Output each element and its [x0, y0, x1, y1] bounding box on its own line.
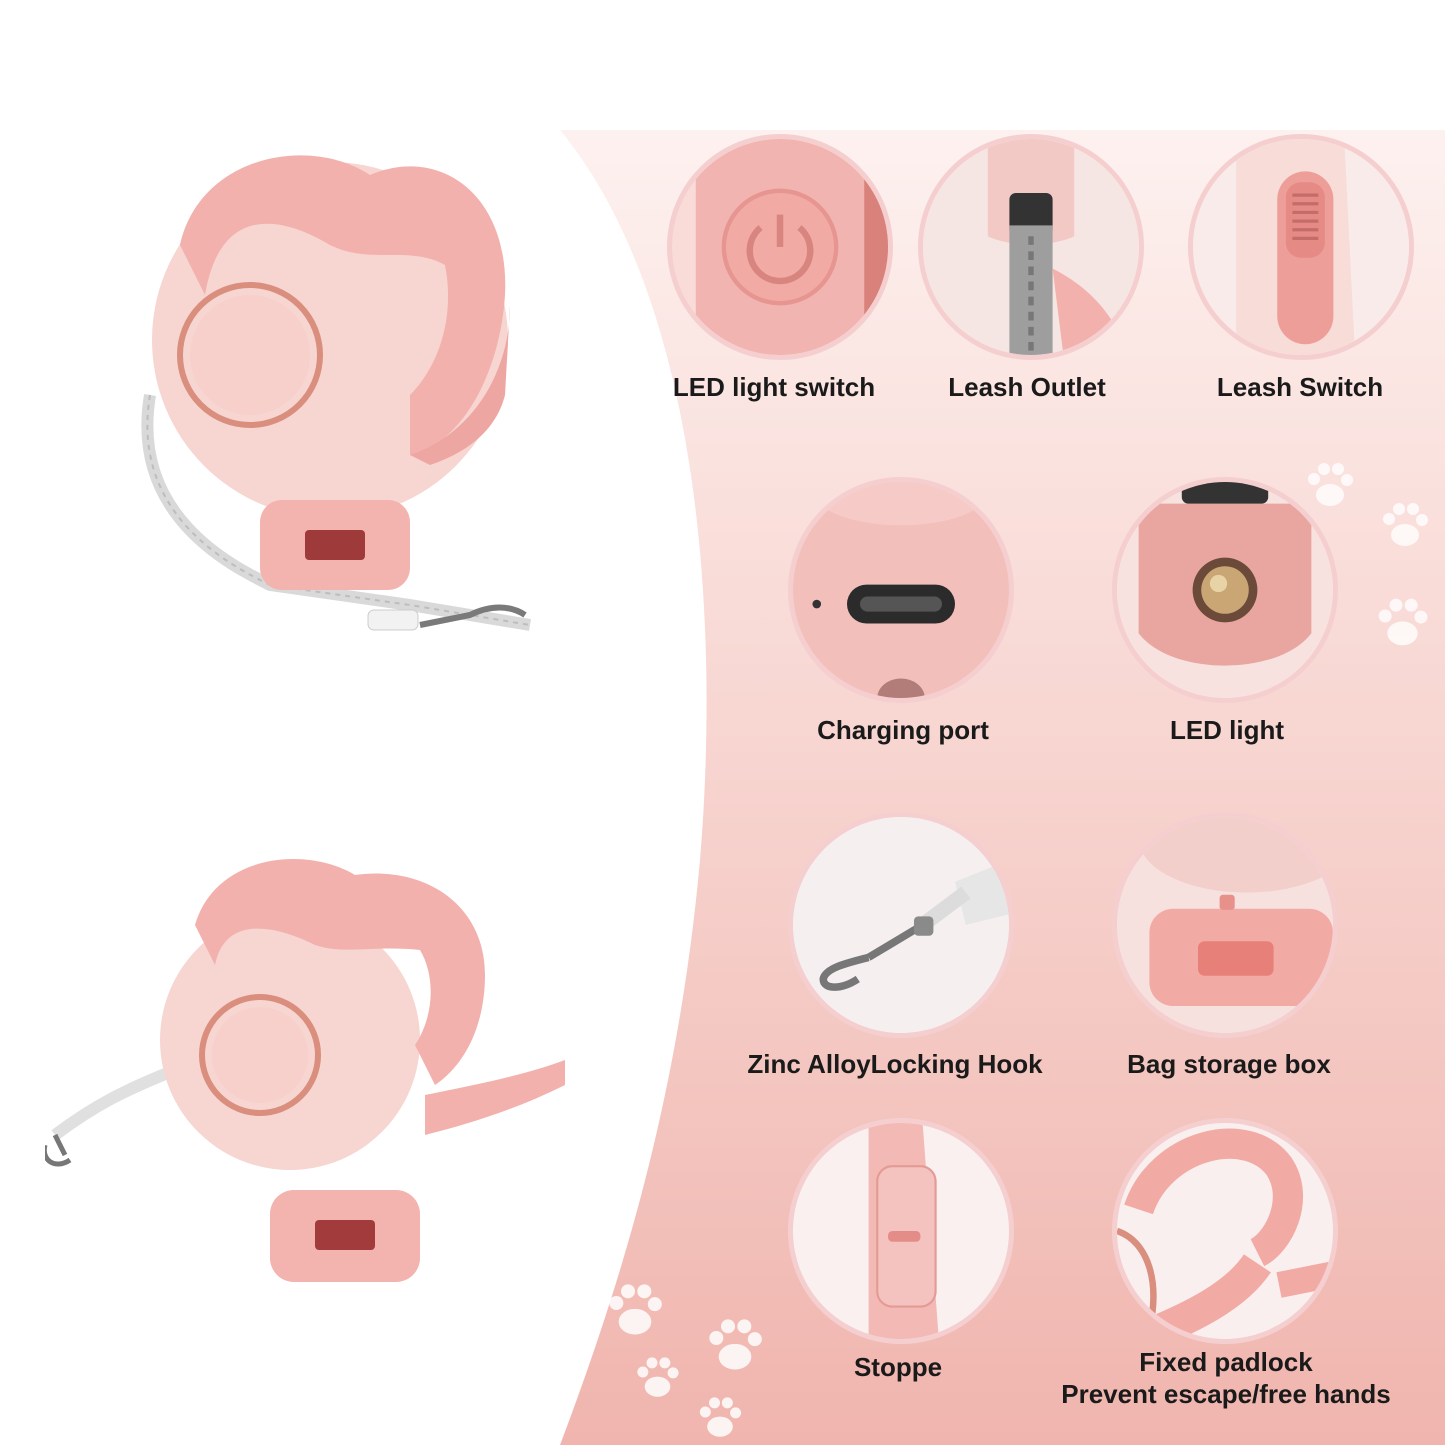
label-bag-storage-box: Bag storage box	[1127, 1049, 1331, 1079]
label-fixed-padlock-line2: Prevent escape/free hands	[1061, 1379, 1391, 1409]
detail-leash-switch	[1188, 134, 1414, 360]
leash-dispenser-open	[45, 859, 565, 1282]
detail-locking-hook	[788, 812, 1014, 1038]
power-button-icon	[672, 139, 888, 355]
slide-switch-icon	[1193, 139, 1409, 355]
detail-charging-port	[788, 477, 1014, 703]
snap-hook-icon	[793, 817, 1009, 1033]
detail-led-light-switch	[667, 134, 893, 360]
padlock-handle-icon	[1117, 1123, 1333, 1339]
paw-print-icon	[1308, 463, 1353, 506]
led-lamp-icon	[1117, 482, 1333, 698]
paw-print-icon	[699, 1397, 742, 1437]
leash-dispenser-closed	[141, 155, 531, 631]
label-led-light-switch: LED light switch	[672, 372, 876, 402]
bag-box-icon	[1117, 817, 1333, 1033]
detail-led-light	[1112, 477, 1338, 703]
label-stopper: Stoppe	[853, 1352, 943, 1382]
detail-bag-storage-box	[1112, 812, 1338, 1038]
usb-c-port-icon	[793, 482, 1009, 698]
label-charging-port: Charging port	[817, 715, 989, 745]
detail-stopper	[788, 1118, 1014, 1344]
detail-fixed-padlock	[1112, 1118, 1338, 1344]
label-locking-hook: Zinc AlloyLocking Hook	[747, 1049, 1043, 1079]
paw-print-icon	[1383, 503, 1428, 546]
paw-print-icon	[1378, 598, 1428, 646]
paw-print-icon	[637, 1357, 679, 1397]
paw-print-icon	[709, 1319, 762, 1370]
paw-print-icon	[609, 1284, 662, 1335]
label-led-light: LED light	[1169, 715, 1285, 745]
detail-leash-outlet	[918, 134, 1144, 360]
label-leash-switch: Leash Switch	[1216, 372, 1384, 402]
stopper-icon	[793, 1123, 1009, 1339]
leash-outlet-icon	[923, 139, 1139, 355]
label-leash-outlet: Leash Outlet	[948, 372, 1106, 402]
label-fixed-padlock: Fixed padlock	[1139, 1347, 1313, 1377]
